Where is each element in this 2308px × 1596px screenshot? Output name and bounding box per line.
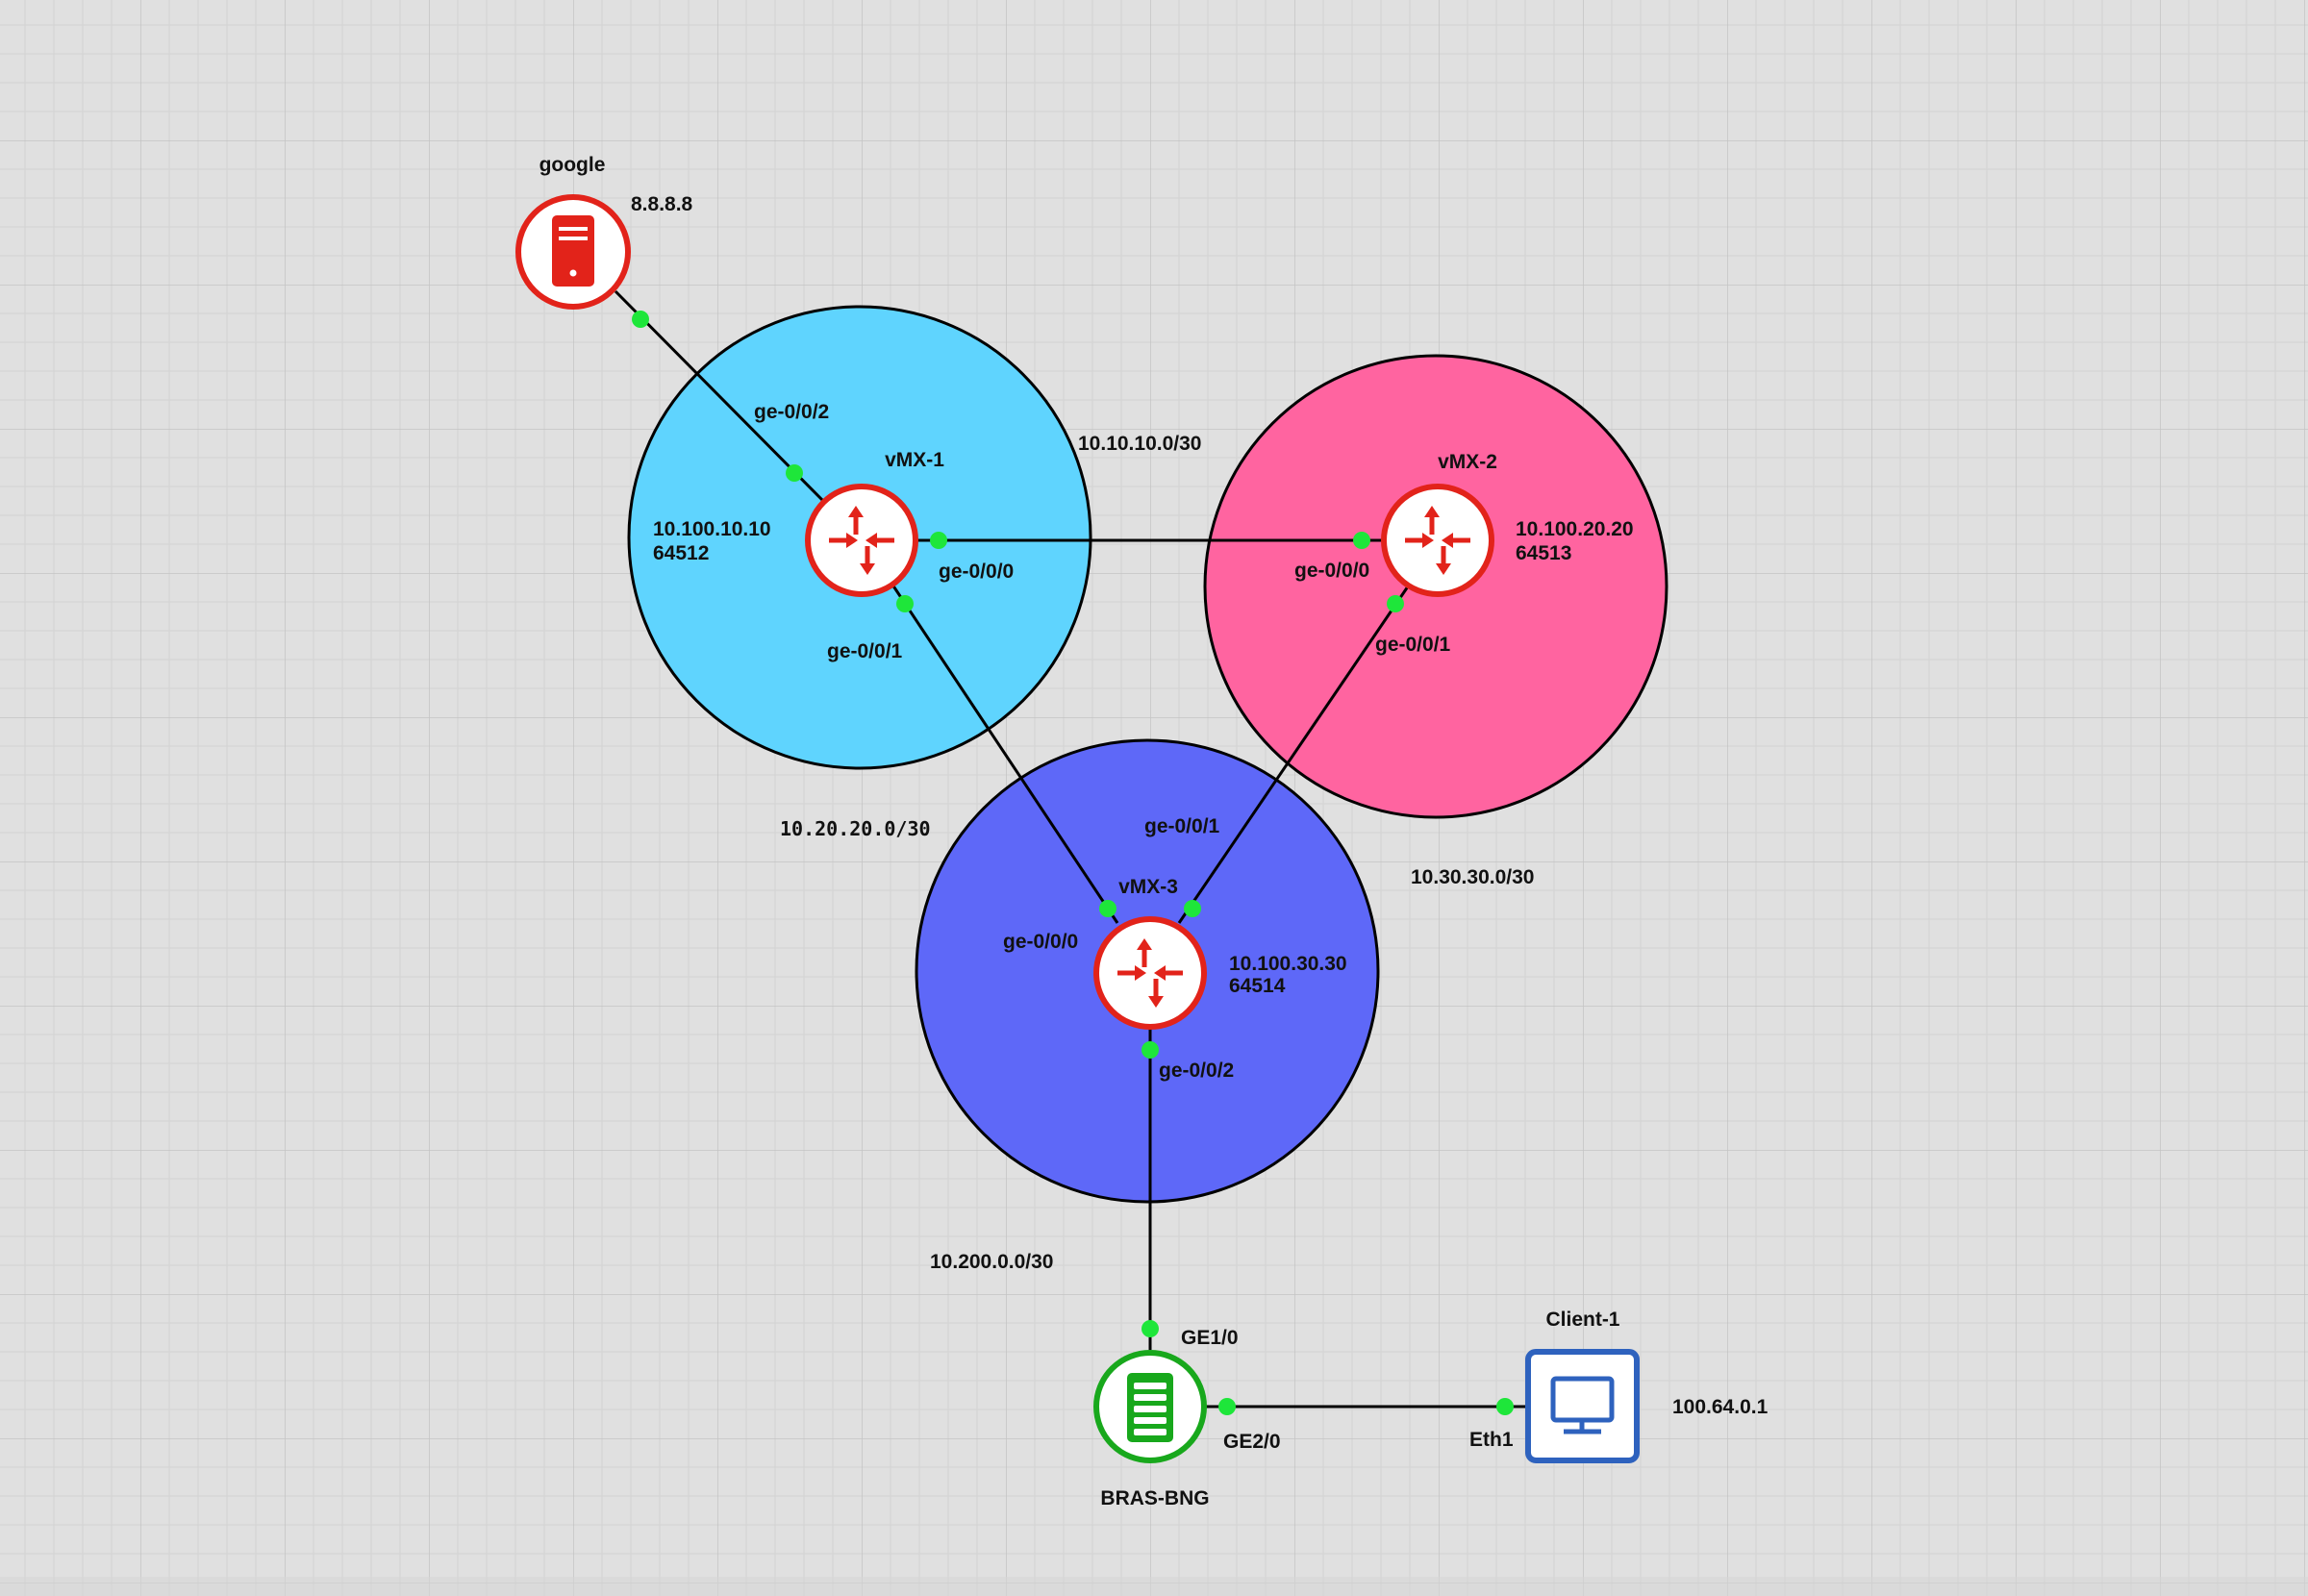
- client-name-label: Client-1: [1545, 1309, 1619, 1331]
- port-bng-ge10[interactable]: [1141, 1320, 1159, 1337]
- bottom-edge-shadow: [0, 1577, 2308, 1596]
- vmx1-node-ring: [805, 484, 918, 597]
- port-vmx3-ge001[interactable]: [1184, 900, 1201, 917]
- vmx2-node-ring: [1381, 484, 1494, 597]
- google-name-label: google: [539, 154, 606, 176]
- client-ip-label: 100.64.0.1: [1672, 1396, 1769, 1418]
- subnet-vmx3-bng-label: 10.200.0.0/30: [930, 1251, 1053, 1273]
- node-vmx3[interactable]: [1093, 916, 1207, 1030]
- port-vmx2-ge001[interactable]: [1387, 595, 1404, 612]
- google-ip-label: 8.8.8.8: [631, 193, 693, 215]
- bng-name-label: BRAS-BNG: [1100, 1487, 1209, 1509]
- client-eth1-label: Eth1: [1469, 1429, 1514, 1451]
- bng-ge20-label: GE2/0: [1223, 1431, 1281, 1453]
- bng-ge10-label: GE1/0: [1181, 1327, 1239, 1349]
- subnet-vmx1-vmx3-label: 10.20.20.0/30: [780, 817, 931, 840]
- vmx1-ge002-label: ge-0/0/2: [754, 401, 829, 423]
- node-vmx2[interactable]: [1381, 484, 1494, 597]
- node-bng[interactable]: [1093, 1350, 1207, 1463]
- port-google[interactable]: [632, 311, 649, 328]
- client-node-frame: [1525, 1349, 1640, 1463]
- vmx3-ge002-label: ge-0/0/2: [1159, 1060, 1234, 1082]
- router-icon: [1117, 938, 1183, 1008]
- vmx2-asn-label: 64513: [1516, 542, 1571, 564]
- port-vmx1-ge000[interactable]: [930, 532, 947, 549]
- vmx1-name-label: vMX-1: [885, 449, 944, 471]
- vmx2-ge001-label: ge-0/0/1: [1375, 634, 1451, 656]
- vmx3-ge000-label: ge-0/0/0: [1003, 931, 1078, 953]
- link-vmx2-vmx3[interactable]: [1177, 586, 1410, 924]
- port-vmx1-ge002[interactable]: [786, 464, 803, 482]
- vmx2-name-label: vMX-2: [1438, 451, 1497, 473]
- subnet-vmx2-vmx3-label: 10.30.30.0/30: [1411, 866, 1534, 888]
- vmx3-node-ring: [1093, 916, 1207, 1030]
- router-icon: [1405, 506, 1470, 575]
- port-vmx2-ge000[interactable]: [1353, 532, 1370, 549]
- node-client[interactable]: [1525, 1349, 1640, 1463]
- monitor-icon: [1550, 1376, 1615, 1434]
- vmx1-loopback-label: 10.100.10.10: [653, 518, 771, 540]
- subnet-vmx1-vmx2-label: 10.10.10.0/30: [1078, 433, 1201, 455]
- port-vmx1-ge001[interactable]: [896, 595, 914, 612]
- vmx3-name-label: vMX-3: [1118, 876, 1178, 898]
- port-vmx3-ge000[interactable]: [1099, 900, 1116, 917]
- link-vmx1-vmx3[interactable]: [891, 584, 1119, 924]
- vmx3-ge001-label: ge-0/0/1: [1144, 815, 1220, 837]
- vmx2-ge000-label: ge-0/0/0: [1294, 560, 1369, 582]
- vmx3-asn-label: 64514: [1229, 975, 1286, 997]
- vmx1-asn-label: 64512: [653, 542, 709, 564]
- port-bng-ge20[interactable]: [1218, 1398, 1236, 1415]
- port-vmx3-ge002[interactable]: [1141, 1041, 1159, 1059]
- port-client-eth1[interactable]: [1496, 1398, 1514, 1415]
- node-vmx1[interactable]: [805, 484, 918, 597]
- server-rack-icon: [1127, 1373, 1173, 1442]
- vmx1-ge001-label: ge-0/0/1: [827, 640, 903, 662]
- vmx1-ge000-label: ge-0/0/0: [939, 561, 1014, 583]
- server-icon: [552, 215, 594, 287]
- router-icon: [829, 506, 894, 575]
- node-google[interactable]: [515, 194, 631, 310]
- vmx2-loopback-label: 10.100.20.20: [1516, 518, 1634, 540]
- vmx3-loopback-label: 10.100.30.30: [1229, 953, 1347, 975]
